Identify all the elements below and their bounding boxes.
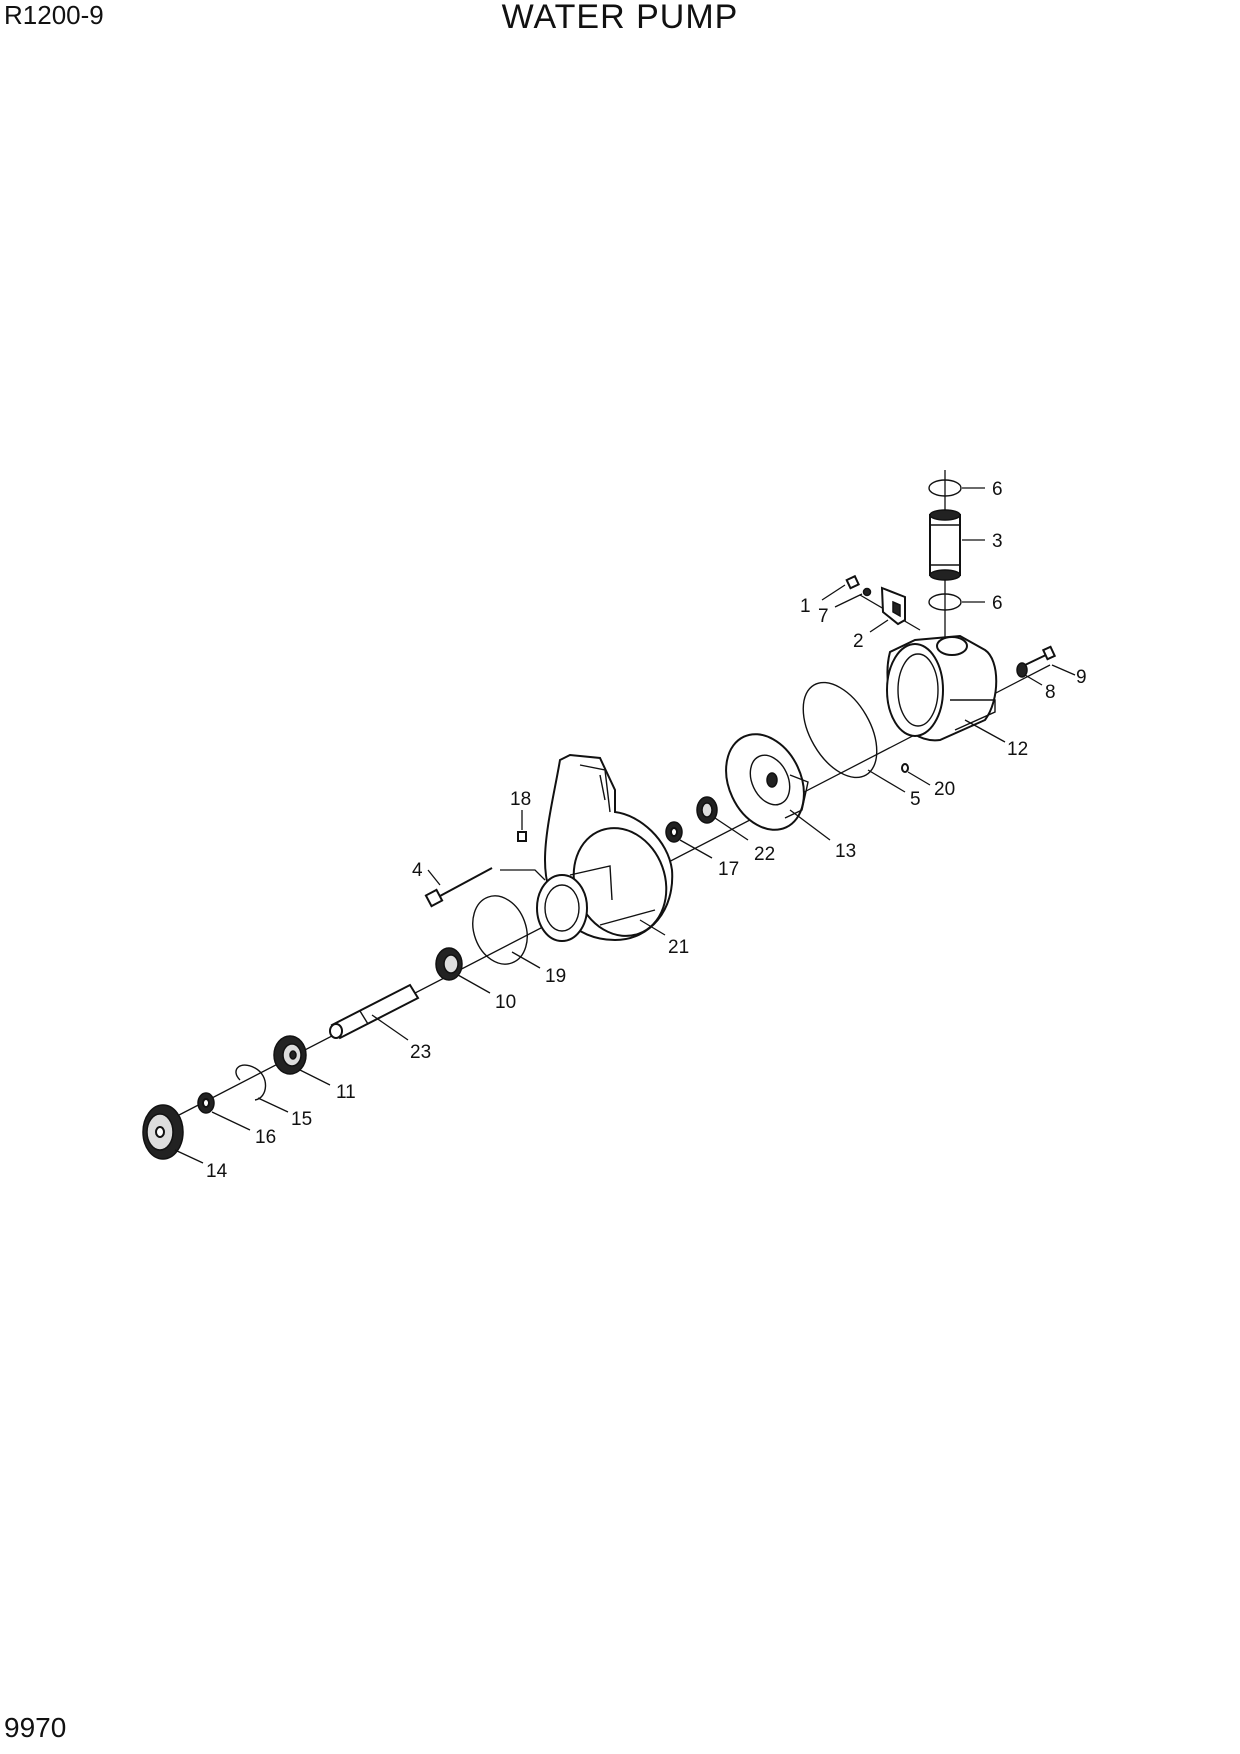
callout-4: 4 [412, 860, 423, 881]
gear-14 [142, 1104, 184, 1160]
page-title: WATER PUMP [501, 0, 739, 36]
callout-22: 22 [754, 844, 775, 865]
callout-2: 2 [853, 631, 864, 652]
bracket-2 [880, 586, 906, 626]
plug-18 [517, 831, 527, 842]
washer-17 [665, 821, 683, 843]
callout-12: 12 [1007, 739, 1028, 760]
housing-12 [886, 634, 998, 742]
callout-9: 9 [1076, 667, 1087, 688]
washer-16 [197, 1092, 215, 1114]
washer-8 [1016, 662, 1028, 678]
gasket-5 [802, 681, 878, 779]
callout-5: 5 [910, 789, 921, 810]
page-number: 9970 [4, 1712, 67, 1743]
callout-18: 18 [510, 789, 531, 810]
callout-3: 3 [992, 531, 1003, 552]
leader-lines [174, 487, 1076, 1164]
callout-8: 8 [1045, 682, 1056, 703]
o-ring-19 [472, 895, 528, 965]
snap-ring-15 [235, 1064, 267, 1101]
sleeve-3 [929, 509, 961, 581]
pump-body-21 [536, 753, 674, 942]
callout-14: 14 [206, 1161, 228, 1182]
callout-6-top: 6 [992, 479, 1003, 500]
callout-6-bottom: 6 [992, 593, 1003, 614]
long-bolt-4 [424, 867, 493, 908]
bolt-1 [845, 574, 860, 590]
callout-13: 13 [835, 841, 856, 862]
bearing-10 [435, 947, 463, 981]
plug-20 [901, 763, 909, 773]
shaft-23 [329, 983, 420, 1040]
callout-23: 23 [410, 1042, 431, 1063]
bolt-9 [1024, 645, 1057, 666]
callout-1: 1 [800, 596, 811, 617]
seal-22 [696, 796, 718, 824]
callout-17: 17 [718, 859, 739, 880]
callout-20: 20 [934, 779, 955, 800]
callout-10: 10 [495, 992, 516, 1013]
o-ring-6-top [928, 479, 962, 497]
bearing-11 [273, 1035, 307, 1075]
callout-19: 19 [545, 966, 566, 987]
callout-21: 21 [668, 937, 689, 958]
washer-7 [862, 587, 872, 597]
cover-13 [725, 733, 809, 831]
model-number: R1200-9 [4, 0, 104, 30]
callout-7: 7 [818, 606, 829, 627]
callout-16: 16 [255, 1127, 276, 1148]
o-ring-6-bottom [928, 593, 962, 611]
callout-15: 15 [291, 1109, 312, 1130]
callout-11: 11 [336, 1082, 356, 1103]
